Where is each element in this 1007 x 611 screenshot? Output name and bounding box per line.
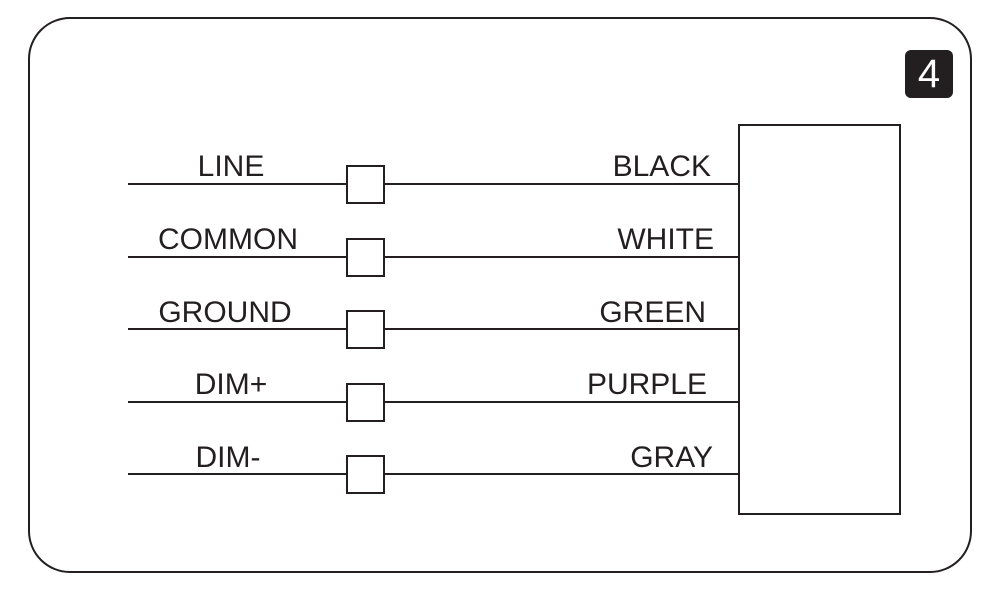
wire-color-label: BLACK bbox=[613, 150, 711, 183]
diagram-frame bbox=[28, 17, 972, 573]
wire-row: LINE BLACK bbox=[128, 150, 739, 204]
supply-label: LINE bbox=[198, 150, 265, 183]
wire-color-label: GRAY bbox=[630, 441, 713, 474]
wire-row: COMMON WHITE bbox=[128, 223, 739, 277]
wire-connector bbox=[346, 455, 385, 494]
supply-label: DIM+ bbox=[195, 368, 268, 401]
supply-label: GROUND bbox=[158, 296, 291, 329]
fixture-driver-box bbox=[738, 124, 901, 515]
wire-connector bbox=[346, 310, 385, 349]
supply-label: COMMON bbox=[158, 223, 298, 256]
wire-row: DIM+ PURPLE bbox=[128, 368, 739, 422]
step-number-badge: 4 bbox=[905, 50, 953, 98]
wire-row: DIM- GRAY bbox=[128, 441, 739, 494]
wire-connector bbox=[346, 165, 385, 204]
wire-connector bbox=[346, 383, 385, 422]
wire-color-label: PURPLE bbox=[587, 368, 707, 401]
supply-label: DIM- bbox=[196, 441, 261, 474]
wire-connector bbox=[346, 238, 385, 277]
wire-color-label: WHITE bbox=[617, 223, 714, 256]
wire-row: GROUND GREEN bbox=[128, 296, 739, 349]
wire-color-label: GREEN bbox=[599, 296, 706, 329]
